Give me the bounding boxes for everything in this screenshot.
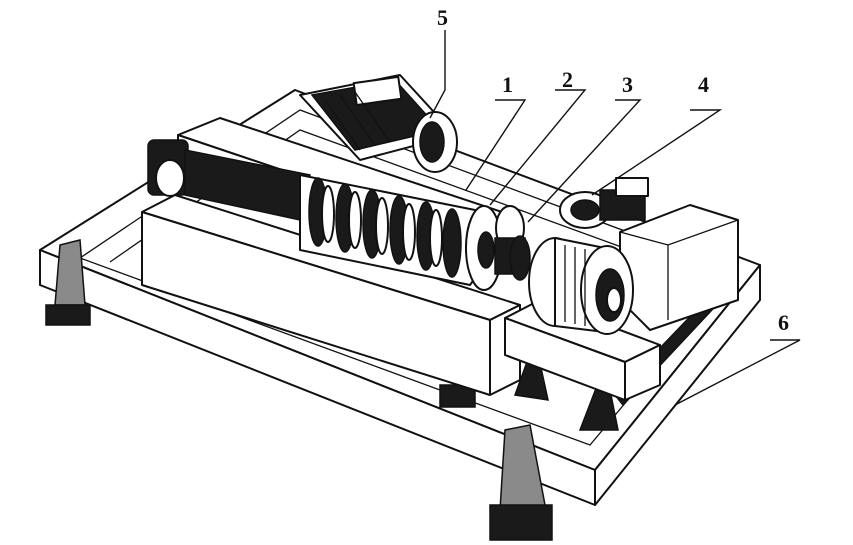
foot-mid-1 — [513, 337, 549, 401]
rotating-bowl — [147, 139, 503, 291]
callout-3: 3 — [622, 72, 633, 97]
back-drive-motor — [559, 177, 649, 229]
foot-mid-2 — [578, 362, 619, 431]
callout-5: 5 — [437, 5, 448, 30]
callout-4: 4 — [698, 72, 709, 97]
mounting-feet — [45, 239, 619, 541]
main-motor — [299, 74, 458, 173]
coupling — [494, 205, 531, 281]
gearbox-housing — [619, 204, 739, 331]
callout-6: 6 — [778, 310, 789, 335]
foot-left — [45, 239, 91, 326]
foot-front — [489, 424, 553, 541]
callout-2: 2 — [562, 67, 573, 92]
callout-1: 1 — [502, 72, 513, 97]
differential-drum — [528, 237, 634, 335]
conveyor-flights — [308, 177, 462, 278]
callout-labels: 5 1 2 3 4 6 — [437, 5, 789, 335]
leader-lines — [429, 30, 801, 406]
